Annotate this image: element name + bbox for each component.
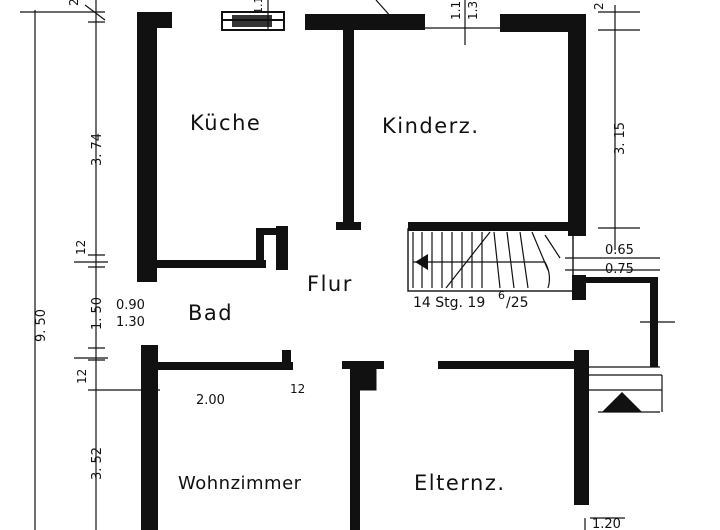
dim-bad-height: 1. 50 xyxy=(90,297,105,330)
dim-door-090: 0.90 xyxy=(116,298,145,313)
room-label-kinderzimmer: Kinderz. xyxy=(382,114,480,138)
room-label-kueche: Küche xyxy=(190,111,261,135)
dim-top-11-small: 1.1 xyxy=(252,0,265,14)
left-dimension-lines xyxy=(20,0,160,530)
entrance-steps xyxy=(588,366,663,519)
dim-wall-12-upper: 12 xyxy=(74,240,88,255)
staircase xyxy=(407,228,574,292)
dim-right-065: 0.65 xyxy=(605,243,634,258)
dim-right-315: 3. 15 xyxy=(613,122,628,155)
dim-top-2-right: 2 xyxy=(592,2,606,10)
room-label-elternzimmer: Elternz. xyxy=(414,471,506,495)
dim-bottom-120: 1.20 xyxy=(592,517,621,530)
dim-wohnzimmer-height: 3. 52 xyxy=(90,447,105,480)
dim-kueche-height: 3. 74 xyxy=(90,133,105,166)
stairs-fraction-denominator: /25 xyxy=(506,295,529,311)
right-dimension-lines xyxy=(565,5,675,530)
room-label-flur: Flur xyxy=(307,272,353,296)
stairs-fraction-numerator: 6 xyxy=(498,289,505,302)
dim-total-height: 9. 50 xyxy=(34,309,49,342)
stairs-label: 14 Stg. 19 xyxy=(413,295,485,311)
dim-wall-12-mid: 12 xyxy=(290,382,305,396)
room-label-bad: Bad xyxy=(188,301,233,325)
dim-width-200: 2.00 xyxy=(196,393,225,408)
dim-top-13: 1.3 xyxy=(466,1,480,20)
dim-top-11: 1.1 xyxy=(449,1,463,20)
dim-wall-12-lower: 12 xyxy=(75,369,89,384)
dim-top-2-left: 2 xyxy=(67,0,81,6)
dim-door-130: 1.30 xyxy=(116,315,145,330)
room-label-wohnzimmer: Wohnzimmer xyxy=(178,473,302,494)
dim-right-075: 0.75 xyxy=(605,262,634,277)
walls xyxy=(137,11,658,530)
